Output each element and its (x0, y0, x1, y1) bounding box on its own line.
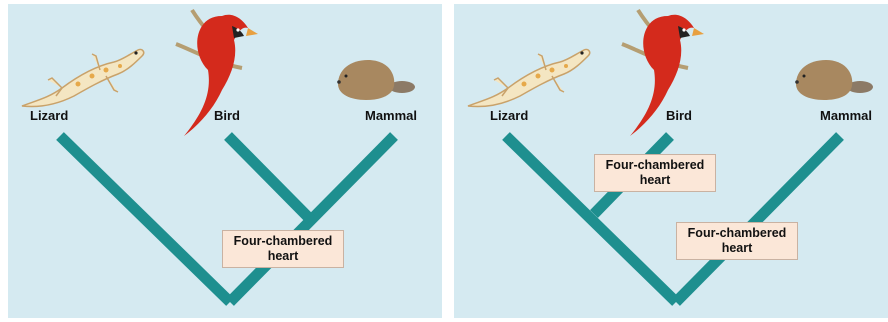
trait-line-2: heart (229, 249, 337, 264)
mammal-icon (332, 54, 416, 102)
tree-panel-right: Lizard Bird Mammal Four-chambered heart … (454, 4, 888, 318)
lizard-icon (464, 40, 594, 110)
branch-lizard (60, 136, 230, 302)
tree-panel-left: Lizard Bird Mammal Four-chambered heart (8, 4, 442, 318)
trait-four-chambered-heart: Four-chambered heart (222, 230, 344, 268)
trait-line-2: heart (601, 173, 709, 188)
branch-bird (228, 136, 311, 220)
mammal-icon (790, 54, 874, 102)
trait-line-1: Four-chambered (683, 226, 791, 241)
trait-line-1: Four-chambered (601, 158, 709, 173)
lizard-icon (18, 40, 148, 110)
bird-icon (618, 4, 712, 138)
label-bird: Bird (666, 108, 692, 123)
trait-four-chambered-heart-mammal: Four-chambered heart (676, 222, 798, 260)
label-mammal: Mammal (820, 108, 872, 123)
label-lizard: Lizard (30, 108, 68, 123)
label-mammal: Mammal (365, 108, 417, 123)
label-bird: Bird (214, 108, 240, 123)
label-lizard: Lizard (490, 108, 528, 123)
trait-line-1: Four-chambered (229, 234, 337, 249)
trait-line-2: heart (683, 241, 791, 256)
trait-four-chambered-heart-bird: Four-chambered heart (594, 154, 716, 192)
